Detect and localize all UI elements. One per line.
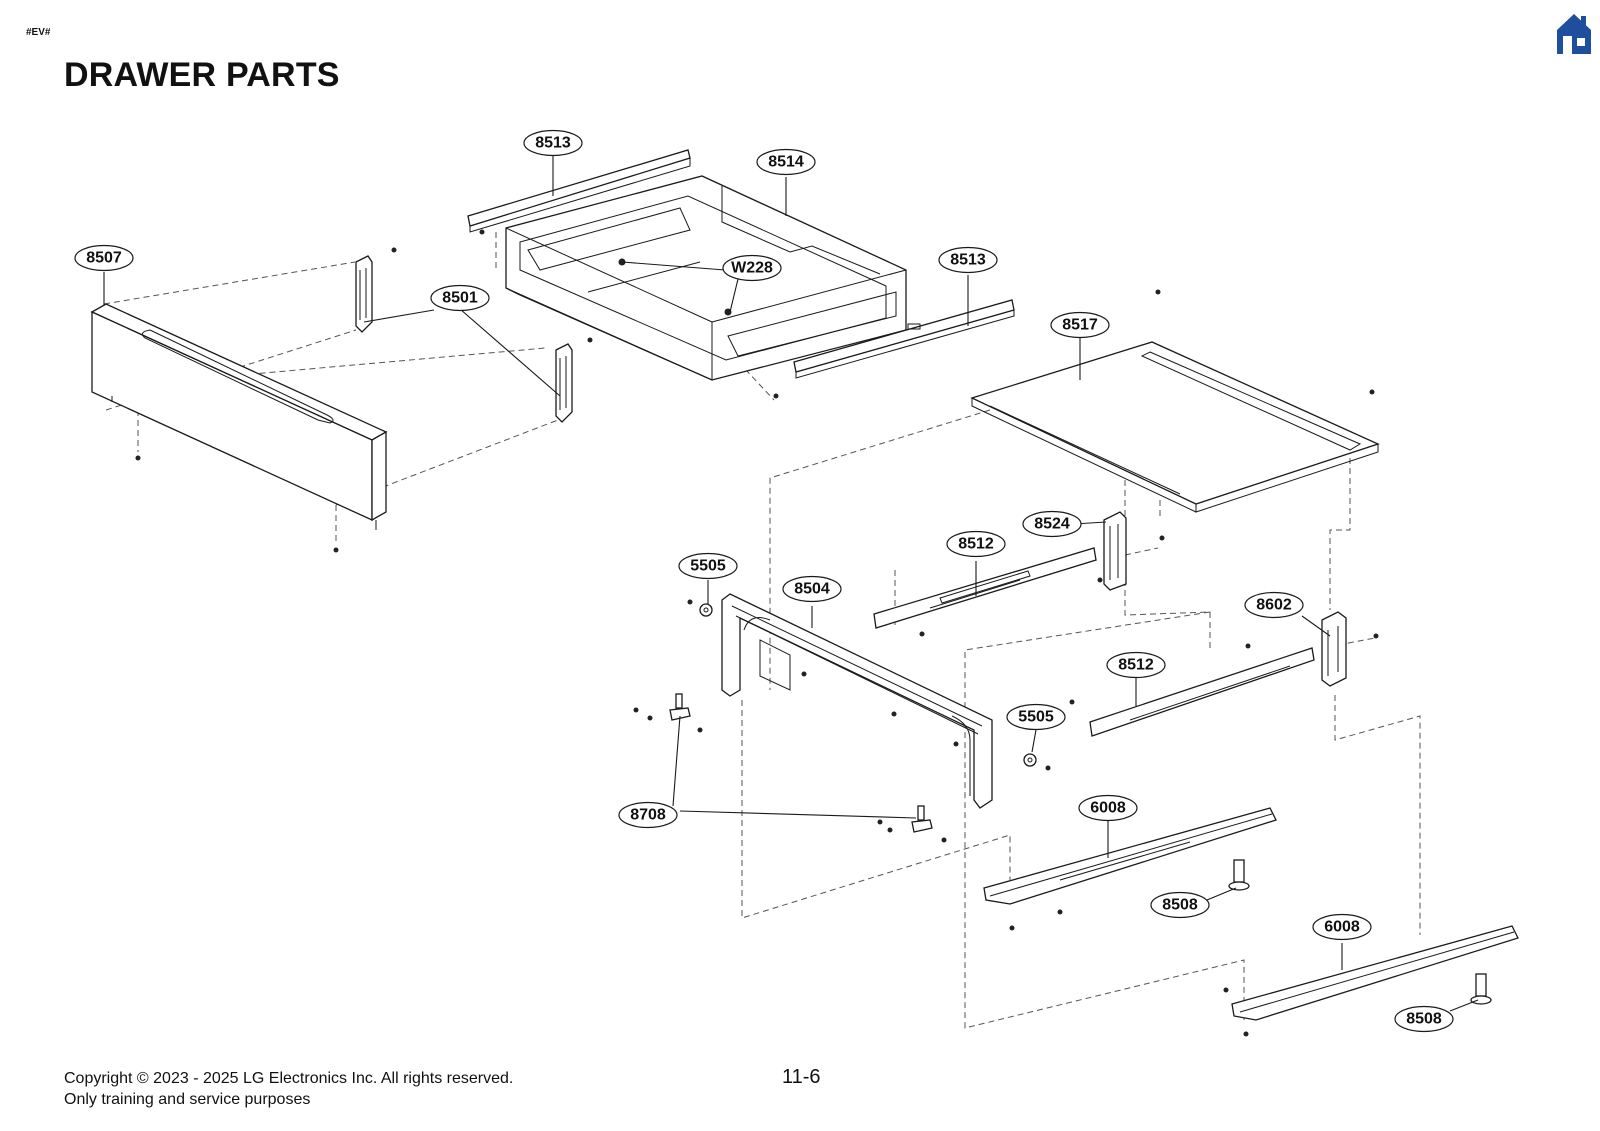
callout-6008-lower[interactable]: 6008 — [1312, 913, 1372, 941]
part-8504-frame[interactable] — [721, 593, 993, 809]
callout-8517[interactable]: 8517 — [1050, 311, 1110, 339]
footer: Copyright © 2023 - 2025 LG Electronics I… — [64, 1068, 513, 1110]
svg-text:8512: 8512 — [958, 536, 994, 553]
part-8514-drawer-tub[interactable] — [505, 175, 907, 381]
part-8507-drawer-front[interactable] — [90, 303, 388, 530]
part-8602-bracket[interactable] — [1321, 611, 1347, 687]
svg-text:6008: 6008 — [1324, 919, 1360, 936]
svg-text:5505: 5505 — [690, 558, 726, 575]
svg-text:8508: 8508 — [1162, 897, 1198, 914]
part-8513-rail-left[interactable] — [467, 149, 691, 233]
callout-5505-left[interactable]: 5505 — [678, 552, 738, 580]
svg-text:W228: W228 — [731, 260, 773, 277]
svg-text:8517: 8517 — [1062, 317, 1098, 334]
callout-8508-lower[interactable]: 8508 — [1394, 1005, 1454, 1033]
callout-8514[interactable]: 8514 — [756, 148, 816, 176]
svg-text:8508: 8508 — [1406, 1011, 1442, 1028]
page-title: DRAWER PARTS — [64, 56, 340, 94]
svg-text:5505: 5505 — [1018, 709, 1054, 726]
callout-8504[interactable]: 8504 — [782, 575, 842, 603]
part-8512-slide-rail-upper[interactable] — [873, 547, 1097, 629]
callout-W228[interactable]: W228 — [722, 254, 782, 282]
part-6008-base-rail-upper[interactable] — [983, 807, 1277, 905]
svg-text:8504: 8504 — [794, 581, 830, 598]
svg-text:8513: 8513 — [950, 252, 986, 269]
callout-8512-lower[interactable]: 8512 — [1106, 651, 1166, 679]
callout-8507[interactable]: 8507 — [74, 244, 134, 272]
svg-text:8524: 8524 — [1034, 516, 1070, 533]
svg-text:8514: 8514 — [768, 154, 804, 171]
page-tag: #EV# — [26, 27, 51, 38]
purpose-text: Only training and service purposes — [64, 1091, 311, 1108]
part-5505-rollers[interactable] — [699, 603, 1037, 767]
callout-8602[interactable]: 8602 — [1244, 591, 1304, 619]
part-8524-bracket[interactable] — [1103, 511, 1127, 591]
svg-text:8602: 8602 — [1256, 597, 1292, 614]
svg-text:6008: 6008 — [1090, 800, 1126, 817]
callout-8512-upper[interactable]: 8512 — [946, 530, 1006, 558]
callout-8501[interactable]: 8501 — [430, 284, 490, 312]
callout-6008-upper[interactable]: 6008 — [1078, 794, 1138, 822]
svg-text:8507: 8507 — [86, 250, 122, 267]
part-8512-slide-rail-lower[interactable] — [1089, 647, 1315, 737]
svg-text:8501: 8501 — [442, 290, 478, 307]
callout-8513-top[interactable]: 8513 — [523, 129, 583, 157]
part-8508-feet[interactable] — [1228, 859, 1492, 1005]
part-8513-rail-right[interactable] — [793, 299, 1015, 379]
svg-text:8513: 8513 — [535, 135, 571, 152]
copyright-text: Copyright © 2023 - 2025 LG Electronics I… — [64, 1070, 514, 1087]
part-6008-base-rail-lower[interactable] — [1231, 925, 1519, 1021]
callout-8513-right[interactable]: 8513 — [938, 246, 998, 274]
part-8517-top-cover[interactable] — [970, 341, 1380, 513]
part-8708-leveling-feet[interactable] — [669, 693, 933, 833]
callout-8508-upper[interactable]: 8508 — [1150, 891, 1210, 919]
part-8501-brackets[interactable] — [355, 255, 573, 423]
svg-text:8512: 8512 — [1118, 657, 1154, 674]
callout-5505-right[interactable]: 5505 — [1006, 703, 1066, 731]
svg-text:8708: 8708 — [630, 807, 666, 824]
screw-markers — [135, 229, 1379, 1037]
callout-leaders — [103, 155, 1479, 1012]
callout-8708[interactable]: 8708 — [618, 801, 678, 829]
callout-8524[interactable]: 8524 — [1022, 510, 1082, 538]
home-icon[interactable] — [1555, 10, 1593, 56]
page-number: 11-6 — [782, 1066, 821, 1088]
